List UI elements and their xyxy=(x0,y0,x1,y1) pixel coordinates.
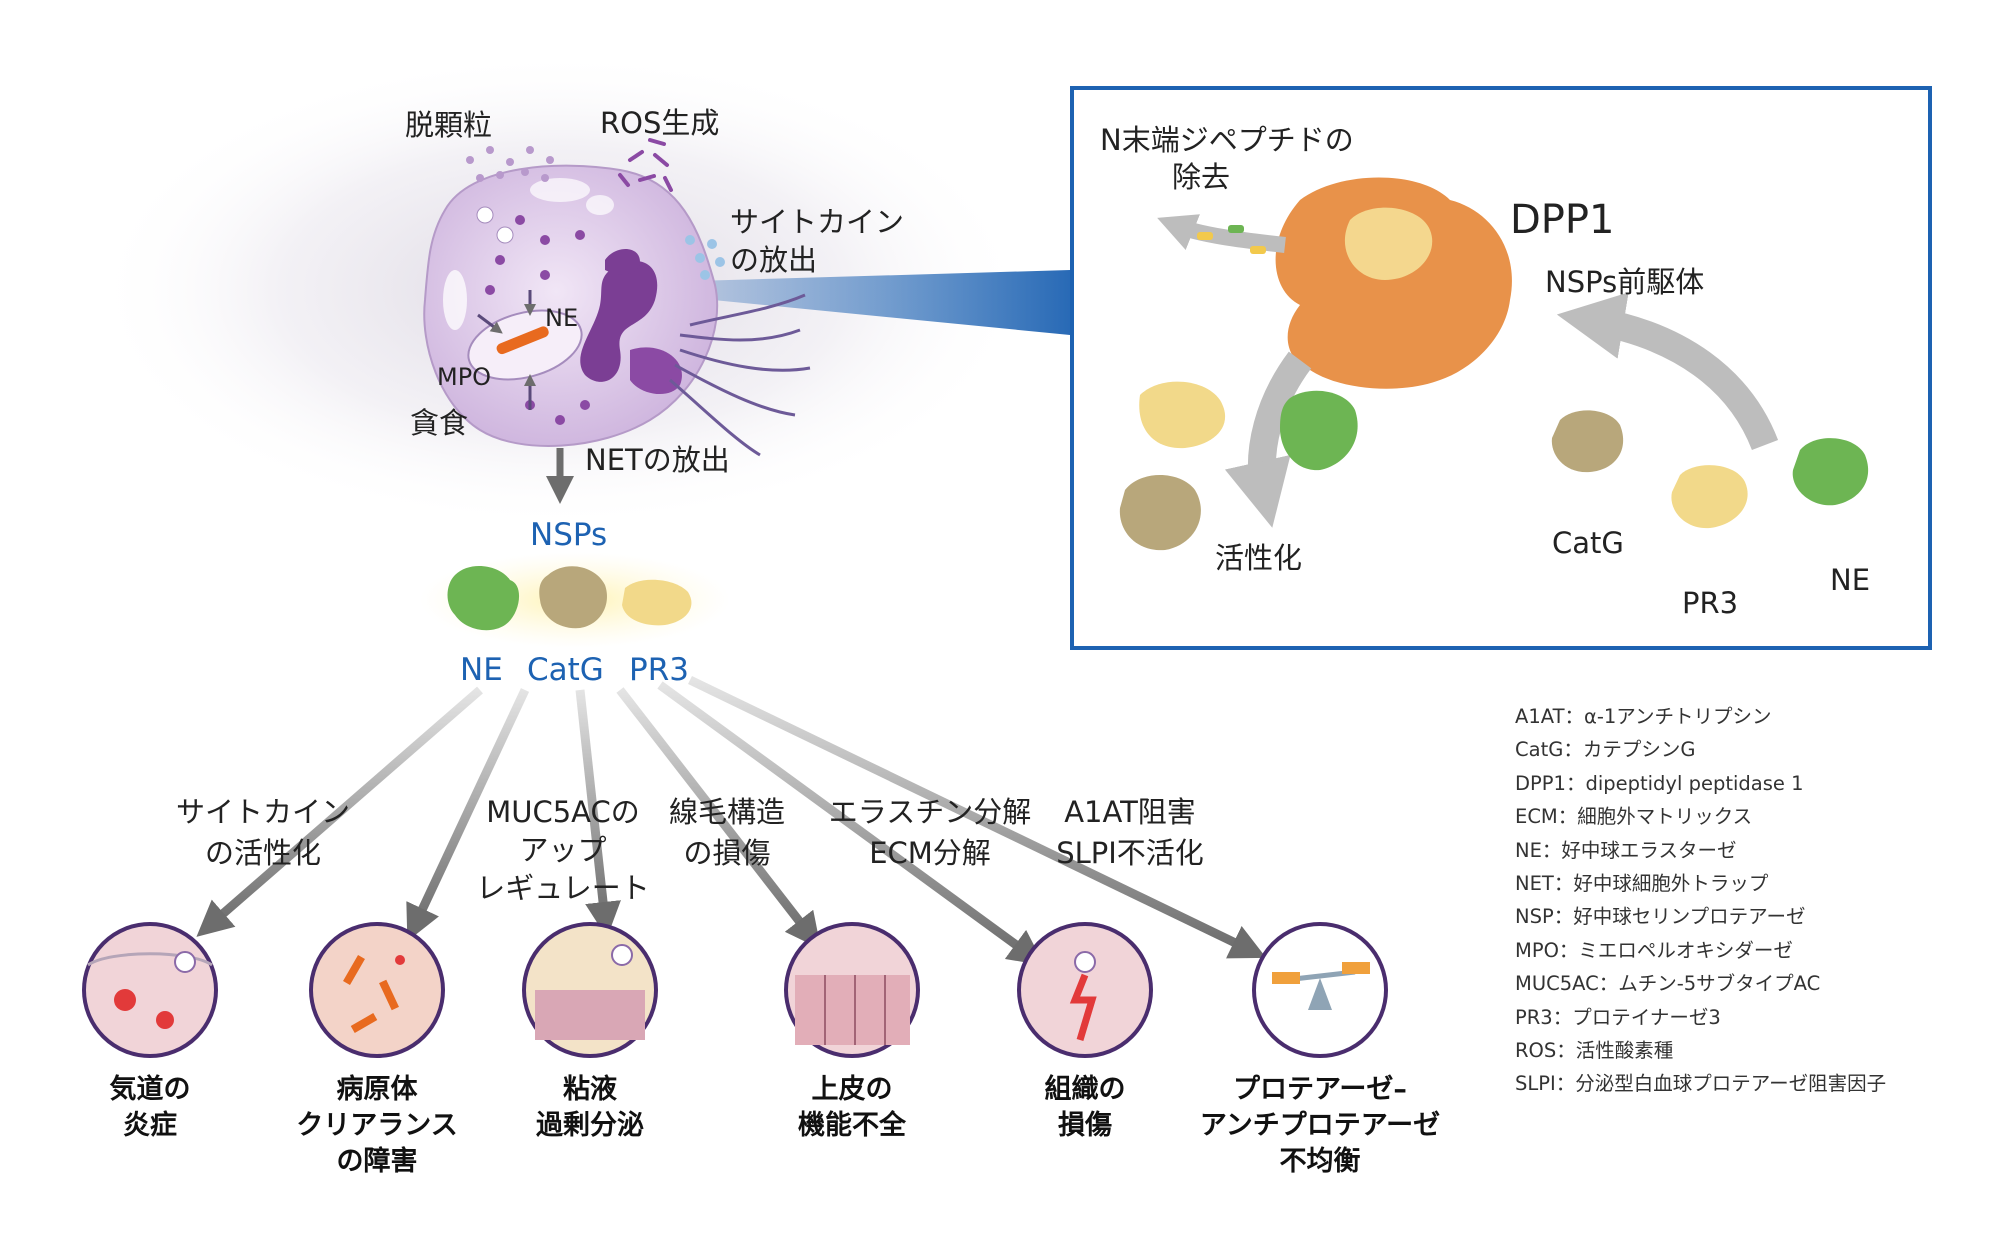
outcome-circle-2 xyxy=(309,922,445,1058)
outcome-2-line-1: 病原体 xyxy=(337,1074,419,1105)
neutrophil-cell xyxy=(423,164,719,448)
precursor-ne-blob xyxy=(1792,438,1869,506)
mechanism-5-line-2: SLPI不活化 xyxy=(1056,836,1204,870)
fan-arrow-5 xyxy=(657,681,1045,966)
precursor-pr3-blob xyxy=(1671,465,1748,529)
dpp1-blob xyxy=(1275,177,1512,389)
inset-pr3-label: PR3 xyxy=(1682,586,1738,620)
nsp-pr3-blob xyxy=(622,579,692,626)
active-ne-blob xyxy=(1280,390,1358,471)
outcome-4-line-1: 上皮の xyxy=(812,1074,893,1105)
fan-arrow-6 xyxy=(688,675,1267,959)
outcome-circle-5 xyxy=(1017,922,1153,1058)
legend-item: NE：好中球エラスターゼ xyxy=(1515,838,1737,862)
outcome-5-line-2: 損傷 xyxy=(1058,1110,1112,1141)
outcome-circle-6 xyxy=(1252,922,1388,1058)
legend-item: ECM：細胞外マトリックス xyxy=(1515,805,1753,829)
outcome-2-line-2: クリアランス xyxy=(296,1110,457,1141)
mechanism-4-line-2: ECM分解 xyxy=(869,836,991,870)
mechanism-2-line-1: MUC5ACの xyxy=(486,795,640,829)
outcome-2-line-3: の障害 xyxy=(337,1145,418,1177)
mechanism-1-line-1: サイトカイン xyxy=(176,795,350,829)
fan-arrow-2 xyxy=(406,688,530,942)
legend-item: NSP：好中球セリンプロテアーゼ xyxy=(1515,905,1806,929)
nsp-label-catg: CatG xyxy=(527,652,604,688)
degranulation-dots xyxy=(466,146,554,182)
outcome-1-line-1: 気道の xyxy=(110,1073,191,1105)
outcome-5-line-1: 組織の xyxy=(1045,1073,1126,1105)
mechanism-labels: サイトカイン の活性化 MUC5ACの アップ レギュレート 線毛構造 の損傷 … xyxy=(176,795,1204,905)
nsp-label-pr3: PR3 xyxy=(629,652,689,688)
legend-item: NET：好中球細胞外トラップ xyxy=(1515,872,1769,896)
label-degranulation: 脱顆粒 xyxy=(405,108,492,142)
fan-arrow-3 xyxy=(575,689,621,938)
mechanism-3-line-1: 線毛構造 xyxy=(669,795,785,829)
outcome-3-line-1: 粘液 xyxy=(563,1074,617,1105)
nsp-label-ne: NE xyxy=(460,652,503,688)
label-mpo: MPO xyxy=(437,363,491,391)
mechanism-3-line-2: の損傷 xyxy=(683,836,770,870)
mechanism-4-line-1: エラスチン分解 xyxy=(829,795,1031,829)
cleavage-arrow xyxy=(1157,214,1286,253)
legend-item: MPO：ミエロペルオキシダーゼ xyxy=(1515,938,1793,962)
outcome-3-line-2: 過剰分泌 xyxy=(536,1110,644,1141)
label-ros: ROS生成 xyxy=(600,106,719,140)
inset-activation-label: 活性化 xyxy=(1215,541,1302,575)
inset-frame xyxy=(1070,86,1932,650)
outcome-circle-1 xyxy=(82,922,218,1058)
mechanism-5-line-1: A1AT阻害 xyxy=(1064,795,1196,829)
net-strands xyxy=(669,293,811,457)
nsp-ne-blob xyxy=(447,565,520,631)
inset-catg-label: CatG xyxy=(1552,526,1624,560)
label-ne-cell: NE xyxy=(545,304,578,332)
nsp-catg-blob xyxy=(539,566,608,629)
legend-item: CatG：カテプシンG xyxy=(1515,738,1696,762)
outcome-circle-4 xyxy=(784,922,920,1058)
fan-arrow-4 xyxy=(616,687,822,950)
inset-cleavage-line-1: N末端ジペプチドの xyxy=(1100,123,1354,157)
ros-marks xyxy=(618,138,673,192)
mechanism-2-line-3: レギュレート xyxy=(476,871,649,905)
inset-ne-label: NE xyxy=(1830,563,1870,597)
outcome-4-line-2: 機能不全 xyxy=(798,1109,907,1141)
outcome-6-line-2: アンチプロテアーゼ xyxy=(1200,1110,1440,1141)
label-cytokine-release-1: サイトカイン xyxy=(730,205,904,239)
outcome-1-line-2: 炎症 xyxy=(123,1110,177,1141)
active-pr3-blob xyxy=(1139,381,1226,449)
legend-item: SLPI：分泌型白血球プロテアーゼ阻害因子 xyxy=(1515,1072,1887,1096)
precursor-arrow xyxy=(1556,292,1779,451)
active-catg-blob xyxy=(1119,475,1201,551)
precursor-catg-blob xyxy=(1551,410,1624,473)
outcome-labels: 気道の 炎症 病原体 クリアランス の障害 粘液 過剰分泌 上皮の 機能不全 組… xyxy=(110,1073,1441,1177)
inset-dpp1-label: DPP1 xyxy=(1510,197,1615,243)
outcome-6-line-3: 不均衡 xyxy=(1280,1146,1361,1177)
outcome-circle-3 xyxy=(522,922,658,1058)
dpp1-inset: DPP1 N末端ジペプチドの 除去 NSPs前駆体 活性化 CatG PR3 N… xyxy=(1070,86,1932,650)
inset-precursor-label: NSPs前駆体 xyxy=(1545,265,1704,299)
fan-arrows xyxy=(196,675,1267,966)
legend-item: PR3：プロテイナーゼ3 xyxy=(1515,1005,1721,1029)
activation-arrow xyxy=(1224,351,1312,528)
legend-item: A1AT：α-1アンチトリプシン xyxy=(1515,705,1772,728)
dipeptide-fragments xyxy=(1197,225,1266,254)
label-cytokine-release-2: の放出 xyxy=(730,243,817,277)
inset-cleavage-line-2: 除去 xyxy=(1172,160,1230,194)
legend-item: DPP1：dipeptidyl peptidase 1 xyxy=(1515,771,1804,795)
outcome-6-line-1: プロテアーゼ– xyxy=(1233,1074,1407,1105)
nsps-title: NSPs xyxy=(530,517,607,553)
label-phagocytosis: 貪食 xyxy=(410,406,468,440)
label-net-release: NETの放出 xyxy=(585,443,730,477)
mechanism-1-line-2: の活性化 xyxy=(205,836,321,870)
abbreviation-legend: A1AT：α-1アンチトリプシン CatG：カテプシンG DPP1：dipeptid… xyxy=(1515,700,1985,1101)
legend-item: ROS：活性酸素種 xyxy=(1515,1039,1674,1063)
mechanism-2-line-2: アップ xyxy=(519,833,606,867)
legend-item: MUC5AC：ムチン-5サブタイプAC xyxy=(1515,972,1821,996)
fan-arrow-1 xyxy=(196,686,483,937)
cytokine-dots xyxy=(685,235,725,280)
